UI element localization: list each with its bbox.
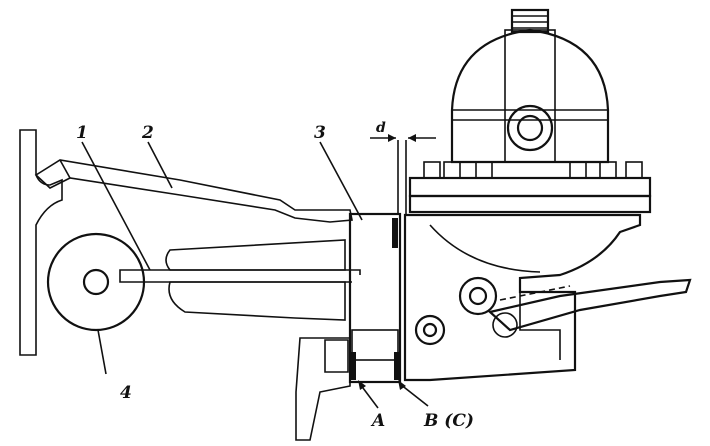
pump-body <box>403 213 642 382</box>
insulating-spacer <box>165 239 346 321</box>
pushrod <box>119 269 361 283</box>
lower-boss <box>295 337 351 441</box>
dome-cover <box>450 8 610 164</box>
label-part-1: 1 <box>76 123 88 143</box>
spacer-flange <box>348 212 402 384</box>
leader-lines <box>81 141 429 409</box>
label-point-bc: B (C) <box>423 411 474 431</box>
label-point-a: A <box>370 411 385 431</box>
pump-housing <box>34 159 353 223</box>
label-part-3: 3 <box>314 123 326 143</box>
label-gap-d: d <box>376 120 386 136</box>
bolt-heads <box>423 161 643 179</box>
priming-lever <box>487 278 692 338</box>
label-part-4: 4 <box>120 383 132 403</box>
engine-wall <box>19 129 63 356</box>
diaphragm-flange <box>408 161 652 214</box>
gap-dimension <box>370 134 436 215</box>
label-part-2: 2 <box>141 123 154 143</box>
